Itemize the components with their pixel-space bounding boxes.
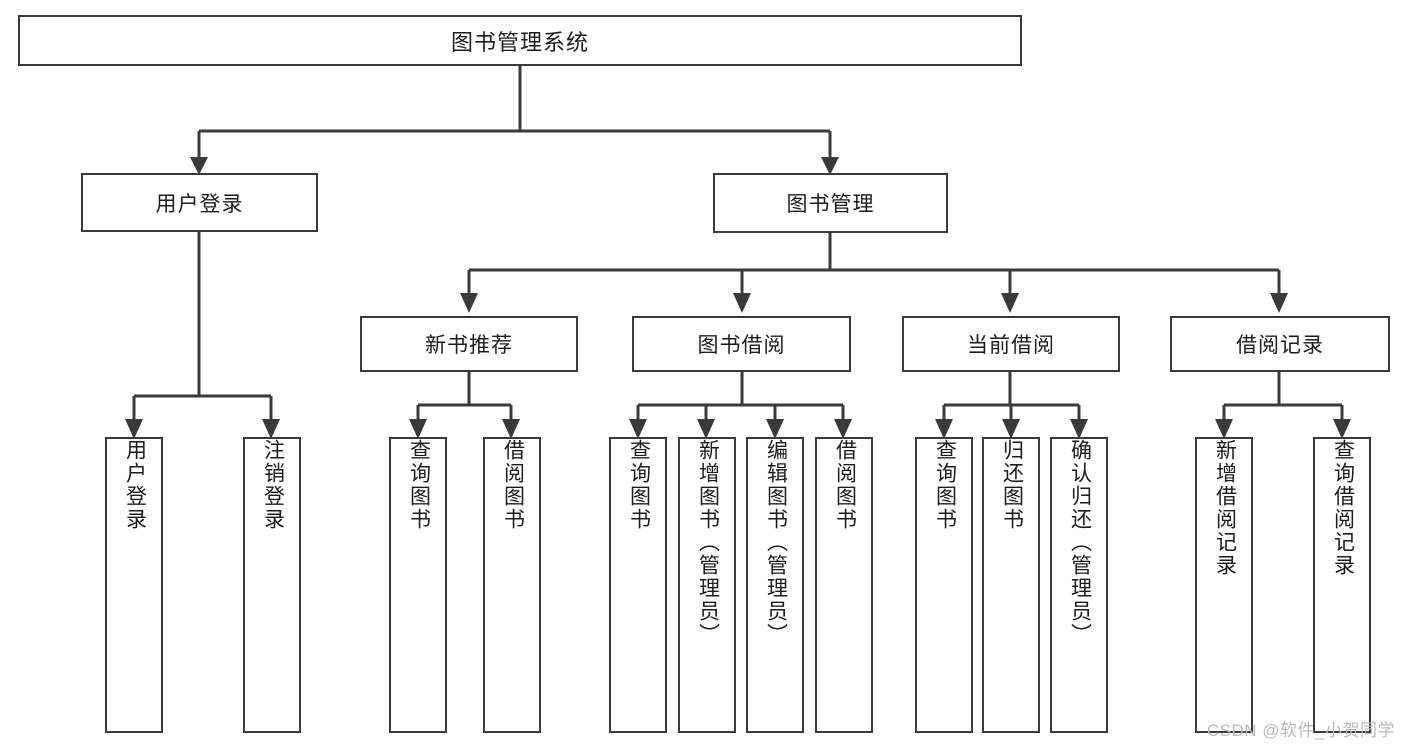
- leaf-add-borrow-record[interactable]: 新增借阅记录: [1195, 437, 1253, 733]
- node-label: 借阅记录: [1236, 334, 1324, 357]
- node-label: 确认归还（管理员）: [1068, 439, 1092, 646]
- csdn-watermark: CSDN @软件_小贺同学: [1206, 721, 1395, 740]
- node-label: 查询借阅记录: [1331, 439, 1355, 577]
- node-label: 新书推荐: [425, 334, 513, 357]
- leaf-logout-login[interactable]: 注销登录: [243, 437, 301, 733]
- leaf-user-login[interactable]: 用户登录: [105, 437, 163, 733]
- leaf-return-book[interactable]: 归还图书: [982, 437, 1040, 733]
- node-new-book-recommend[interactable]: 新书推荐: [360, 316, 578, 372]
- node-label: 查询图书: [933, 439, 957, 531]
- node-label: 图书借阅: [697, 334, 786, 357]
- leaf-borrow-book-recommend[interactable]: 借阅图书: [483, 437, 541, 733]
- node-label: 用户登录: [123, 439, 147, 531]
- node-label: 借阅图书: [833, 439, 857, 531]
- node-root-book-management-system[interactable]: 图书管理系统: [18, 15, 1022, 66]
- leaf-query-borrow-record[interactable]: 查询借阅记录: [1313, 437, 1371, 733]
- leaf-confirm-return-admin[interactable]: 确认归还（管理员）: [1050, 437, 1108, 733]
- node-label: 新增图书（管理员）: [696, 439, 720, 646]
- node-label: 当前借阅: [967, 334, 1055, 357]
- node-label: 查询图书: [407, 439, 431, 531]
- leaf-query-book-borrow[interactable]: 查询图书: [609, 437, 667, 733]
- node-current-borrow[interactable]: 当前借阅: [902, 316, 1120, 372]
- leaf-add-book-admin[interactable]: 新增图书（管理员）: [678, 437, 736, 733]
- leaf-borrow-book[interactable]: 借阅图书: [815, 437, 873, 733]
- node-book-management[interactable]: 图书管理: [713, 173, 948, 233]
- node-label: 借阅图书: [501, 439, 525, 531]
- node-label: 图书管理: [786, 193, 875, 216]
- node-label: 查询图书: [627, 439, 651, 531]
- node-label: 编辑图书（管理员）: [764, 439, 788, 646]
- node-label: 新增借阅记录: [1213, 439, 1237, 577]
- node-label: 归还图书: [1000, 439, 1024, 531]
- node-label: 用户登录: [155, 192, 244, 216]
- leaf-edit-book-admin[interactable]: 编辑图书（管理员）: [746, 437, 804, 733]
- node-book-borrow[interactable]: 图书借阅: [632, 316, 851, 372]
- node-label: 注销登录: [261, 439, 285, 531]
- node-label: 图书管理系统: [450, 29, 589, 55]
- leaf-query-book-recommend[interactable]: 查询图书: [389, 437, 447, 733]
- node-user-login[interactable]: 用户登录: [81, 173, 318, 232]
- leaf-query-book-current[interactable]: 查询图书: [915, 437, 973, 733]
- node-borrow-record[interactable]: 借阅记录: [1170, 316, 1390, 372]
